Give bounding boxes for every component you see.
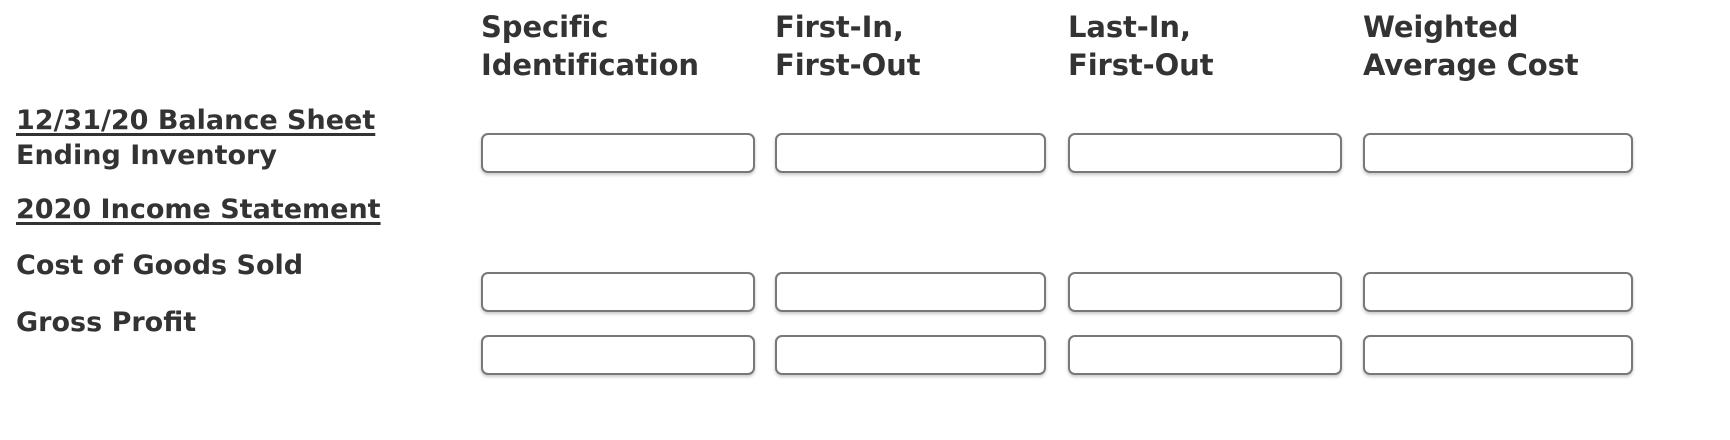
input-cost-of-goods-sold-last-in-first-out[interactable]	[1068, 272, 1342, 312]
column-header-line1: Specific	[481, 10, 609, 44]
column-header-line1: First-In,	[775, 10, 904, 44]
row-label-cost-of-goods-sold: Cost of Goods Sold	[16, 249, 303, 284]
input-cost-of-goods-sold-specific-identification[interactable]	[481, 272, 755, 312]
input-gross-profit-weighted-average-cost[interactable]	[1363, 335, 1633, 375]
input-ending-inventory-first-in-first-out[interactable]	[775, 133, 1046, 173]
input-gross-profit-specific-identification[interactable]	[481, 335, 755, 375]
row-label-gross-profit: Gross Profit	[16, 306, 196, 341]
input-cost-of-goods-sold-weighted-average-cost[interactable]	[1363, 272, 1633, 312]
row-subtitle: Gross Profit	[16, 307, 197, 338]
input-ending-inventory-specific-identification[interactable]	[481, 133, 755, 173]
input-ending-inventory-weighted-average-cost[interactable]	[1363, 133, 1633, 173]
row-heading: 2020 Income Statement	[16, 194, 381, 225]
input-gross-profit-first-in-first-out[interactable]	[775, 335, 1046, 375]
column-header-line2: Average Cost	[1363, 48, 1579, 83]
row-subtitle: Ending Inventory	[16, 139, 277, 171]
column-header-line2: First-Out	[775, 48, 921, 83]
column-header-line2: Identification	[481, 48, 699, 83]
input-gross-profit-last-in-first-out[interactable]	[1068, 335, 1342, 375]
row-label-income-statement-heading: 2020 Income Statement	[16, 193, 381, 228]
row-heading: 12/31/20 Balance Sheet	[16, 105, 376, 136]
column-header-line1: Last-In,	[1068, 10, 1191, 44]
column-header-line1: Weighted	[1363, 10, 1519, 44]
input-ending-inventory-last-in-first-out[interactable]	[1068, 133, 1342, 173]
input-cost-of-goods-sold-first-in-first-out[interactable]	[775, 272, 1046, 312]
column-header-last-in-first-out: Last-In, First-Out	[1068, 8, 1214, 85]
column-header-line2: First-Out	[1068, 48, 1214, 83]
column-header-first-in-first-out: First-In, First-Out	[775, 8, 921, 85]
row-subtitle: Cost of Goods Sold	[16, 250, 304, 281]
